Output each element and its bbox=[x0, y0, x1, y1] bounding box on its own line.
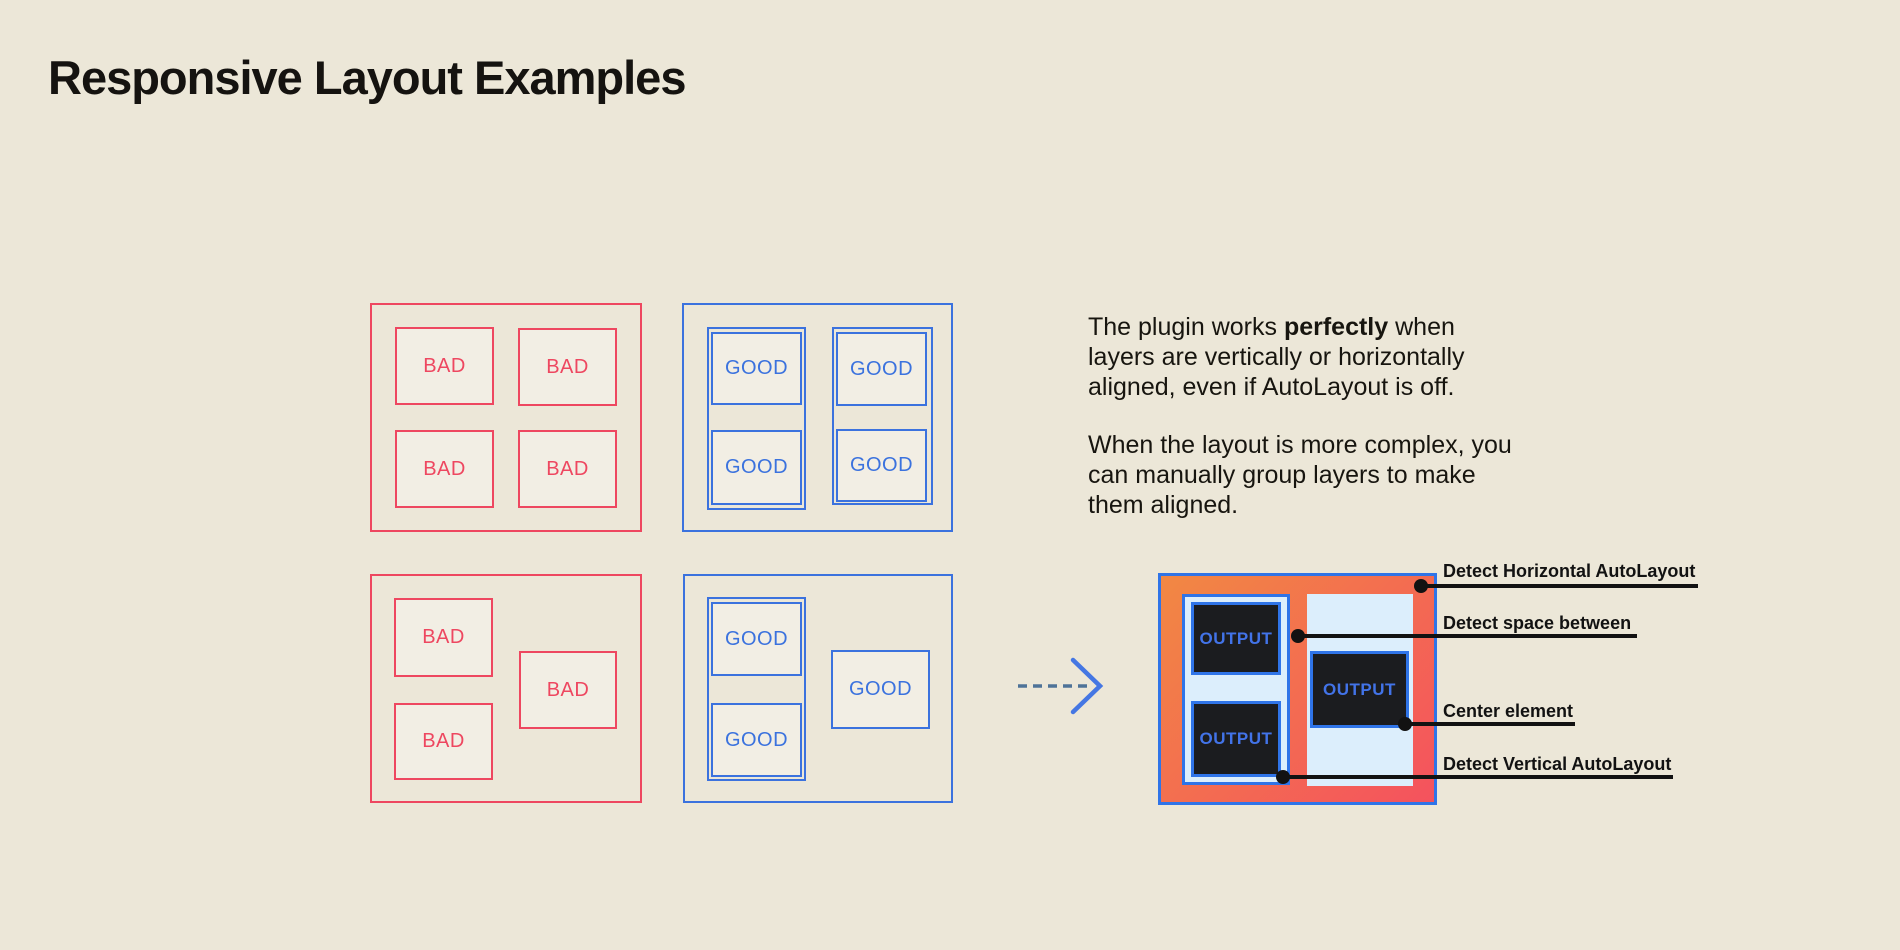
example-bad-scattered: BAD BAD BAD bbox=[370, 574, 642, 803]
description-text: The plugin works perfectly when layers a… bbox=[1088, 312, 1568, 520]
description-line: layers are vertically or horizontally bbox=[1088, 343, 1465, 371]
annotation-label: Detect Vertical AutoLayout bbox=[1443, 754, 1672, 774]
annotation-dot bbox=[1291, 629, 1305, 643]
output-panel-right: OUTPUT bbox=[1307, 594, 1413, 786]
page-title: Responsive Layout Examples bbox=[48, 51, 686, 104]
annotation-connector-line bbox=[1414, 579, 1698, 593]
bad-box-label: BAD bbox=[546, 355, 589, 378]
annotation-connector-line bbox=[1398, 717, 1575, 731]
good-box-label: GOOD bbox=[724, 357, 789, 379]
output-box-label: OUTPUT bbox=[1199, 628, 1273, 648]
annotation-dot bbox=[1414, 579, 1428, 593]
good-box: GOOD bbox=[711, 602, 802, 676]
bad-box: BAD bbox=[519, 651, 617, 729]
arrow-right-icon bbox=[1018, 657, 1104, 715]
output-box-label: OUTPUT bbox=[1199, 729, 1273, 748]
annotation-connector-line bbox=[1276, 770, 1673, 784]
output-frame: OUTPUT OUTPUT OUTPUT bbox=[1158, 573, 1437, 805]
bad-box-label: BAD bbox=[546, 457, 589, 480]
description-paragraph-2: When the layout is more complex, you can… bbox=[1088, 430, 1568, 520]
description-line: aligned, even if AutoLayout is off. bbox=[1088, 373, 1455, 401]
bad-box-label: BAD bbox=[546, 678, 590, 701]
bad-box: BAD bbox=[518, 328, 617, 406]
good-group-wrapper: GOOD GOOD bbox=[707, 327, 806, 510]
bad-box: BAD bbox=[395, 430, 494, 508]
good-box-label: GOOD bbox=[848, 678, 913, 700]
good-box: GOOD bbox=[831, 650, 930, 729]
good-group-wrapper: GOOD GOOD bbox=[832, 327, 933, 505]
good-group-wrapper: GOOD GOOD bbox=[707, 597, 806, 781]
good-box: GOOD bbox=[836, 429, 927, 502]
output-group-left: OUTPUT OUTPUT bbox=[1182, 594, 1290, 785]
annotation-label: Center element bbox=[1443, 701, 1574, 721]
good-box: GOOD bbox=[711, 703, 802, 777]
description-line: can manually group layers to make bbox=[1088, 461, 1476, 489]
bad-box-label: BAD bbox=[423, 457, 466, 480]
description-paragraph-1: The plugin works perfectly when layers a… bbox=[1088, 312, 1568, 402]
bad-box: BAD bbox=[394, 598, 493, 677]
example-good-scattered: GOOD GOOD GOOD bbox=[683, 574, 953, 803]
output-box: OUTPUT bbox=[1191, 701, 1281, 777]
bad-box: BAD bbox=[394, 703, 493, 780]
output-box-label: OUTPUT bbox=[1323, 679, 1396, 699]
example-good-grid: GOOD GOOD GOOD GOOD bbox=[682, 303, 953, 532]
output-box: OUTPUT bbox=[1191, 602, 1281, 675]
good-box: GOOD bbox=[711, 430, 802, 505]
annotation-dot bbox=[1398, 717, 1412, 731]
annotation-label: Detect Horizontal AutoLayout bbox=[1443, 561, 1696, 581]
good-box: GOOD bbox=[711, 332, 802, 405]
description-line: them aligned. bbox=[1088, 491, 1239, 519]
good-box-label: GOOD bbox=[724, 728, 789, 751]
annotation-connector-line bbox=[1291, 629, 1637, 643]
good-box-label: GOOD bbox=[849, 357, 914, 380]
bad-box-label: BAD bbox=[422, 626, 465, 648]
good-box-label: GOOD bbox=[849, 454, 914, 476]
bad-box-label: BAD bbox=[422, 730, 465, 752]
annotation-label: Detect space between bbox=[1443, 613, 1632, 633]
description-line: When the layout is more complex, you bbox=[1088, 431, 1512, 459]
output-box: OUTPUT bbox=[1310, 651, 1409, 728]
good-box-label: GOOD bbox=[724, 627, 789, 650]
good-box: GOOD bbox=[836, 332, 927, 406]
annotation-dot bbox=[1276, 770, 1290, 784]
description-line: The plugin works perfectly when bbox=[1088, 313, 1455, 341]
good-box-label: GOOD bbox=[724, 456, 789, 478]
example-bad-grid: BAD BAD BAD BAD bbox=[370, 303, 642, 532]
bad-box: BAD bbox=[395, 327, 494, 405]
bad-box-label: BAD bbox=[423, 354, 466, 377]
bad-box: BAD bbox=[518, 430, 617, 508]
